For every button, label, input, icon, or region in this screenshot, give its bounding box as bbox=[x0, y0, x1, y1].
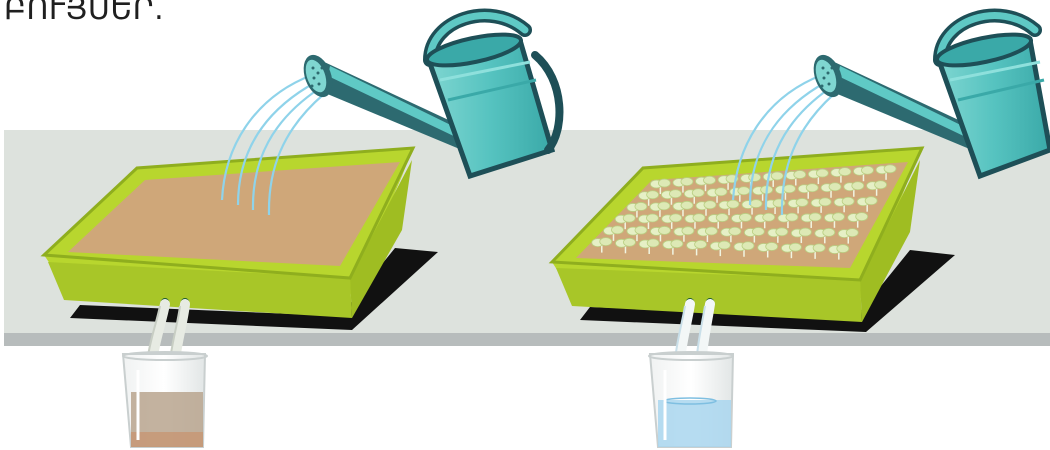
collection-beaker-dirty bbox=[123, 352, 207, 447]
collection-beaker-clean bbox=[649, 352, 733, 447]
